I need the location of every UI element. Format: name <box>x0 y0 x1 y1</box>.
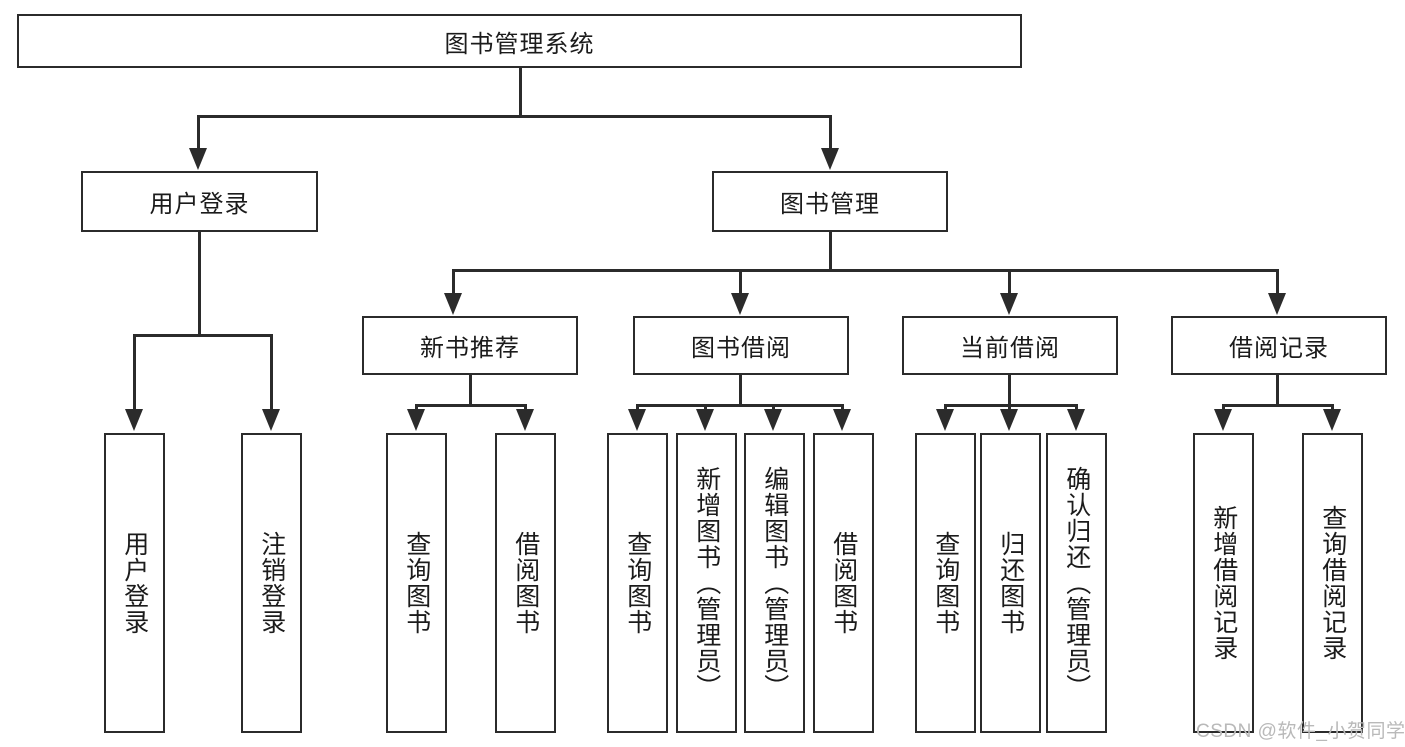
node-label: 查询图书 <box>931 531 960 635</box>
watermark-text: CSDN @软件_小贺同学 <box>1196 721 1405 742</box>
edge-current-borrow-bus <box>944 404 1078 407</box>
edge-current-borrow-down <box>1008 375 1011 407</box>
edge-root-bus <box>197 115 831 118</box>
node-label: 确认归还（管理员） <box>1062 466 1091 700</box>
leaf-book-borrow-3[interactable]: 编辑图书（管理员） <box>744 433 805 733</box>
leaf-borrow-record-1[interactable]: 新增借阅记录 <box>1193 433 1254 733</box>
arrow-user-login-leaf-2-icon <box>262 409 280 431</box>
leaf-user-login-1[interactable]: 用户登录 <box>104 433 165 733</box>
leaf-book-borrow-1[interactable]: 查询图书 <box>607 433 668 733</box>
node-current-borrow[interactable]: 当前借阅 <box>902 316 1118 375</box>
arrow-br-leaf-2-icon <box>1323 409 1341 431</box>
edge-to-book-management <box>829 115 832 150</box>
arrow-nbr-leaf-1-icon <box>407 409 425 431</box>
edge-new-book-recommend-bus <box>415 404 527 407</box>
leaf-current-borrow-2[interactable]: 归还图书 <box>980 433 1041 733</box>
edge-to-new-book-recommend <box>452 269 455 295</box>
node-label: 图书借阅 <box>691 335 791 362</box>
node-label: 图书管理系统 <box>444 30 595 58</box>
arrow-cb-leaf-3-icon <box>1067 409 1085 431</box>
edge-to-user-login <box>197 115 200 150</box>
leaf-book-borrow-4[interactable]: 借阅图书 <box>813 433 874 733</box>
arrow-cb-leaf-1-icon <box>936 409 954 431</box>
leaf-new-book-recommend-1[interactable]: 查询图书 <box>386 433 447 733</box>
arrow-to-user-login-icon <box>189 148 207 170</box>
edge-to-book-borrow <box>739 269 742 295</box>
arrow-to-new-book-recommend-icon <box>444 293 462 315</box>
edge-user-login-down <box>198 232 201 337</box>
arrow-user-login-leaf-1-icon <box>125 409 143 431</box>
edge-book-borrow-bus <box>636 404 844 407</box>
edge-user-login-leaf-2 <box>270 334 273 411</box>
edge-to-current-borrow <box>1008 269 1011 295</box>
edge-borrow-record-bus <box>1222 404 1334 407</box>
arrow-br-leaf-1-icon <box>1214 409 1232 431</box>
leaf-current-borrow-3[interactable]: 确认归还（管理员） <box>1046 433 1107 733</box>
node-label: 新增图书（管理员） <box>692 466 721 700</box>
leaf-new-book-recommend-2[interactable]: 借阅图书 <box>495 433 556 733</box>
leaf-user-login-2[interactable]: 注销登录 <box>241 433 302 733</box>
edge-user-login-leaf-1 <box>133 334 136 411</box>
node-user-login[interactable]: 用户登录 <box>81 171 318 232</box>
edge-to-borrow-record <box>1276 269 1279 295</box>
arrow-to-current-borrow-icon <box>1000 293 1018 315</box>
node-label: 查询图书 <box>402 531 431 635</box>
edge-root-down <box>519 68 522 118</box>
arrow-nbr-leaf-2-icon <box>516 409 534 431</box>
node-label: 当前借阅 <box>960 335 1060 362</box>
node-label: 注销登录 <box>257 531 286 635</box>
edge-new-book-recommend-down <box>469 375 472 407</box>
arrow-to-book-management-icon <box>821 148 839 170</box>
node-label: 借阅图书 <box>829 531 858 635</box>
node-label: 新增借阅记录 <box>1209 505 1238 661</box>
node-book-borrow[interactable]: 图书借阅 <box>633 316 849 375</box>
leaf-book-borrow-2[interactable]: 新增图书（管理员） <box>676 433 737 733</box>
node-label: 查询图书 <box>623 531 652 635</box>
leaf-current-borrow-1[interactable]: 查询图书 <box>915 433 976 733</box>
leaf-borrow-record-2[interactable]: 查询借阅记录 <box>1302 433 1363 733</box>
node-label: 借阅图书 <box>511 531 540 635</box>
node-label: 借阅记录 <box>1229 335 1329 362</box>
edge-borrow-record-down <box>1276 375 1279 407</box>
node-label: 查询借阅记录 <box>1318 505 1347 661</box>
arrow-cb-leaf-2-icon <box>1000 409 1018 431</box>
node-borrow-record[interactable]: 借阅记录 <box>1171 316 1387 375</box>
node-label: 用户登录 <box>149 191 250 218</box>
edge-book-management-down <box>829 232 832 272</box>
arrow-bb-leaf-3-icon <box>764 409 782 431</box>
node-root-book-management-system[interactable]: 图书管理系统 <box>17 14 1022 68</box>
arrow-bb-leaf-1-icon <box>628 409 646 431</box>
edge-user-login-bus <box>133 334 273 337</box>
node-book-management[interactable]: 图书管理 <box>712 171 948 232</box>
node-label: 编辑图书（管理员） <box>760 466 789 700</box>
node-label: 图书管理 <box>780 191 880 218</box>
node-label: 新书推荐 <box>420 335 520 362</box>
node-label: 用户登录 <box>120 531 149 635</box>
arrow-to-book-borrow-icon <box>731 293 749 315</box>
edge-book-management-bus <box>452 269 1279 272</box>
node-new-book-recommend[interactable]: 新书推荐 <box>362 316 578 375</box>
edge-book-borrow-down <box>739 375 742 407</box>
node-label: 归还图书 <box>996 531 1025 635</box>
arrow-to-borrow-record-icon <box>1268 293 1286 315</box>
arrow-bb-leaf-4-icon <box>833 409 851 431</box>
arrow-bb-leaf-2-icon <box>696 409 714 431</box>
